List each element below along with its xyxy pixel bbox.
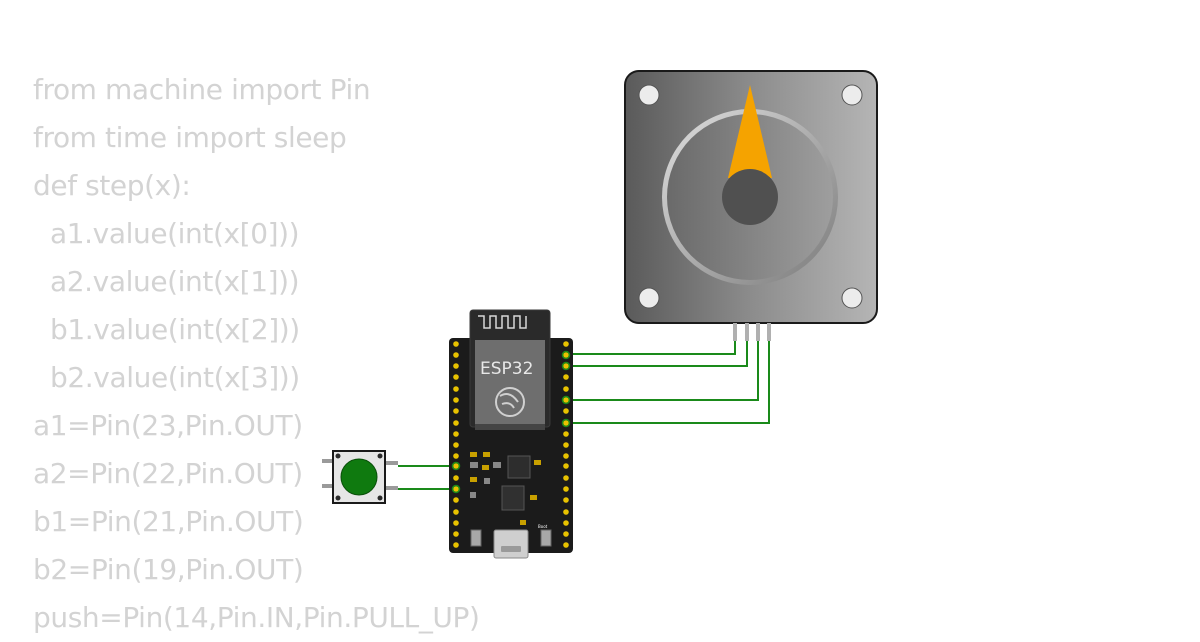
mount-hole-icon [638,287,660,309]
code-line: push=Pin(14,Pin.IN,Pin.PULL_UP) [33,601,480,634]
code-line: from machine import Pin [33,73,371,106]
wire-a1 [568,341,736,355]
mount-hole-icon [841,287,863,309]
boot-button[interactable] [540,529,552,547]
button-lead [322,459,336,463]
module-pins [475,424,545,430]
code-line: b1=Pin(21,Pin.OUT) [33,505,304,538]
code-line: a1.value(int(x[0])) [33,217,300,250]
button-corner-icon [335,495,341,501]
code-line: b2.value(int(x[3])) [33,361,300,394]
button-lead [383,461,398,465]
button-lead [322,484,336,488]
right-header [563,341,569,548]
code-line: from time import sleep [33,121,347,154]
espressif-logo-icon [495,387,525,417]
code-line: a2=Pin(22,Pin.OUT) [33,457,303,490]
mount-hole-icon [841,84,863,106]
code-line: def step(x): [33,169,191,202]
esp32-board[interactable]: ESP32 [449,309,573,559]
chip-label: ESP32 [480,359,533,379]
code-snippet: from machine import Pin from time import … [33,66,480,642]
smd-components [470,452,541,525]
usb-slot [501,546,521,552]
en-button[interactable] [470,529,482,547]
left-header [453,341,459,548]
button-corner-icon [377,453,383,459]
connected-pins [451,350,571,494]
code-line: b1.value(int(x[2])) [33,313,300,346]
antenna-icon [478,315,527,329]
usb-port [493,529,529,559]
motor-shaft [722,169,778,225]
code-line: a1=Pin(23,Pin.OUT) [33,409,303,442]
boot-label: Boot [538,524,548,529]
code-line: b2=Pin(19,Pin.OUT) [33,553,304,586]
wires [398,341,770,490]
stepper-motor[interactable] [624,70,878,341]
wire-a2 [568,341,748,367]
button-corner-icon [335,453,341,459]
mount-hole-icon [638,84,660,106]
wire-b1 [568,341,759,401]
button-corner-icon [377,495,383,501]
module-shield [475,340,545,424]
button-cap[interactable] [340,458,378,496]
wire-b2 [568,341,770,424]
motor-needle-icon [728,85,772,178]
motor-leads [733,323,771,341]
code-line: a2.value(int(x[1])) [33,265,300,298]
push-button[interactable] [322,450,398,504]
button-lead [383,486,398,490]
